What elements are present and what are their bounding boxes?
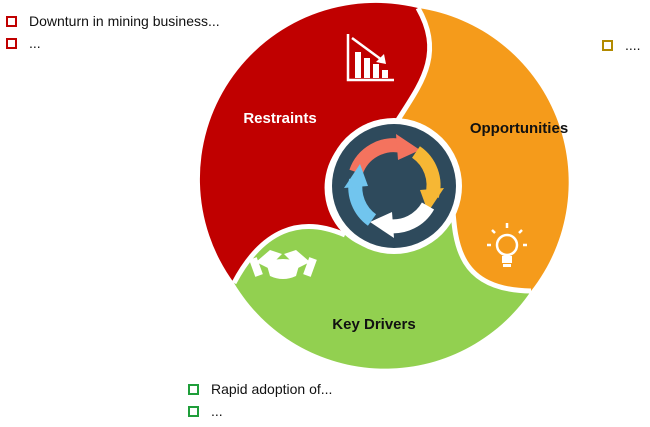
opportunities-label: Opportunities xyxy=(470,120,568,137)
opportunities-segment[interactable] xyxy=(396,8,569,291)
list-item: ... xyxy=(188,400,332,422)
checkbox-square-icon xyxy=(188,383,199,395)
checkbox-square-icon xyxy=(602,39,613,51)
lightbulb-icon xyxy=(487,223,527,267)
cycle-arrows-icon xyxy=(344,134,444,238)
key-drivers-bullets: Rapid adoption of... ... xyxy=(188,378,332,422)
list-item: .... xyxy=(602,34,641,56)
handshake-icon xyxy=(249,250,317,279)
restraints-bullets: Downturn in mining business... ... xyxy=(6,10,220,54)
declining-bar-chart-icon xyxy=(346,34,394,82)
opportunities-bullets: .... xyxy=(602,34,641,56)
restraints-label: Restraints xyxy=(243,110,316,127)
checkbox-square-icon xyxy=(188,405,199,417)
checkbox-square-icon xyxy=(6,37,17,49)
key-drivers-label: Key Drivers xyxy=(332,316,415,333)
list-item: Rapid adoption of... xyxy=(188,378,332,400)
list-item: Downturn in mining business... xyxy=(6,10,220,32)
list-item: ... xyxy=(6,32,220,54)
checkbox-square-icon xyxy=(6,15,17,27)
restraints-segment[interactable] xyxy=(199,2,430,284)
